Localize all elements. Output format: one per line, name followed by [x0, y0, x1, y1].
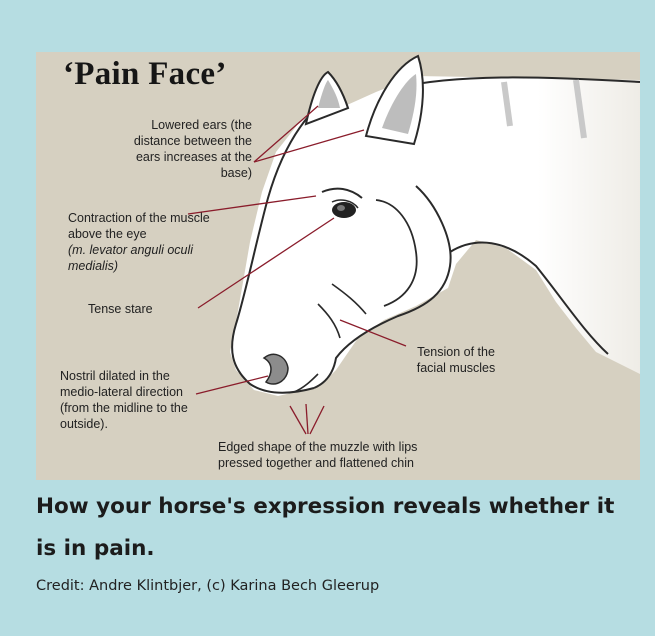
illustration-title: ‘Pain Face’	[63, 56, 227, 93]
leader-muzzle-1	[290, 406, 306, 434]
annotation-muzzle: Edged shape of the muzzle with lips pres…	[218, 439, 453, 471]
figure-credit: Credit: Andre Klintbjer, (c) Karina Bech…	[36, 578, 379, 594]
annotation-lowered-ears: Lowered ears (the distance between the e…	[120, 117, 252, 181]
annotation-facial-muscles: Tension of the facial muscles	[406, 344, 506, 376]
pain-face-illustration: ‘Pain Face’ Lowered ears (the distance b…	[36, 52, 640, 480]
annotation-muscle-above-eye-text: Contraction of the muscle above the eye	[68, 211, 210, 241]
annotation-muscle-latin-name: (m. levator anguli oculi medialis)	[68, 242, 220, 274]
annotation-muscle-above-eye: Contraction of the muscle above the eye …	[68, 210, 220, 274]
eye-highlight	[337, 205, 345, 211]
annotation-nostril: Nostril dilated in the medio-lateral dir…	[60, 368, 210, 432]
leader-muzzle-2	[306, 404, 308, 434]
annotation-tense-stare: Tense stare	[88, 301, 208, 317]
figure-caption: How your horse's expression reveals whet…	[36, 486, 641, 570]
eye	[332, 202, 356, 218]
leader-muzzle-3	[310, 406, 324, 434]
